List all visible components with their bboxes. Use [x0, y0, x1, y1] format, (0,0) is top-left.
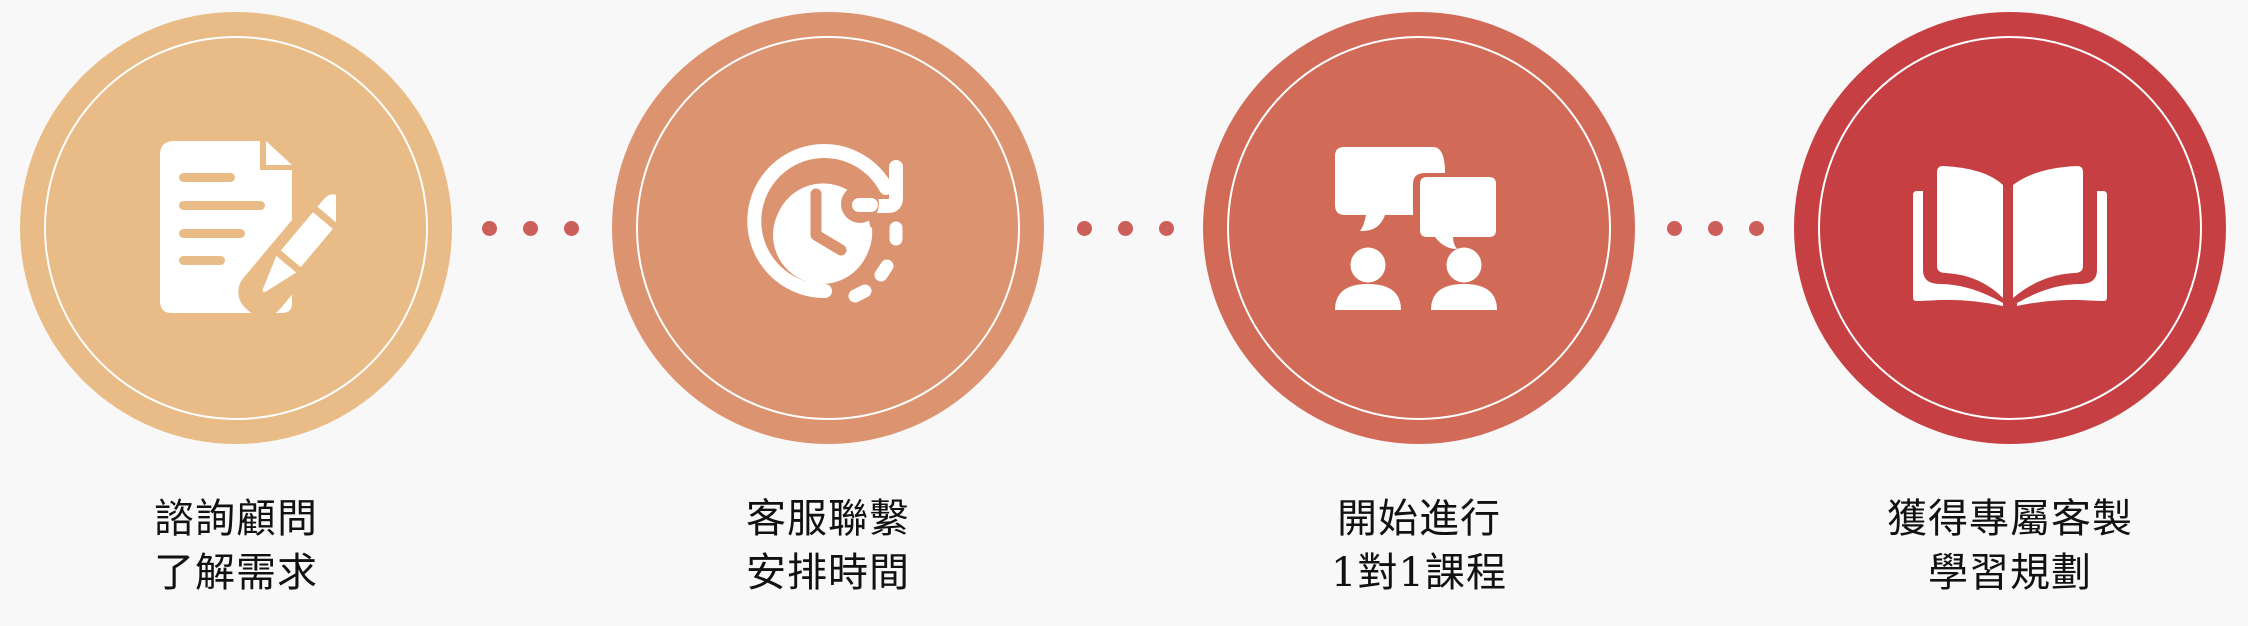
step-4-label: 獲得專屬客製 學習規劃	[1710, 492, 2248, 600]
connector-dot	[564, 221, 579, 236]
step-3-ring	[1227, 36, 1611, 420]
clock-refresh-icon	[728, 128, 928, 328]
people-conversation-icon	[1319, 128, 1519, 328]
step-1-label-line1: 諮詢顧問	[154, 496, 318, 542]
step-2-circle	[612, 12, 1044, 444]
connector-dot	[1118, 221, 1133, 236]
connector-dot	[1159, 221, 1174, 236]
step-3-circle	[1203, 12, 1635, 444]
step-1: 諮詢顧問 了解需求	[20, 12, 452, 596]
step-1-circle	[20, 12, 452, 444]
connector-dot	[1749, 221, 1764, 236]
connector-dot	[1667, 221, 1682, 236]
step-3: 開始進行 1對1課程	[1203, 12, 1635, 596]
step-4-ring	[1818, 36, 2202, 420]
connector-dot	[523, 221, 538, 236]
step-2: 客服聯繫 安排時間	[612, 12, 1044, 596]
document-edit-icon	[136, 128, 336, 328]
step-1-label: 諮詢顧問 了解需求	[0, 492, 536, 600]
step-4: 獲得專屬客製 學習規劃	[1794, 12, 2226, 596]
step-4-label-line2: 學習規劃	[1928, 550, 2092, 596]
step-3-label: 開始進行 1對1課程	[1119, 492, 1719, 600]
connector-dots-3	[1667, 221, 1764, 236]
step-2-label-line1: 客服聯繫	[746, 496, 910, 542]
step-2-label-line2: 安排時間	[746, 550, 910, 596]
step-4-circle	[1794, 12, 2226, 444]
step-3-label-line1: 開始進行	[1337, 496, 1501, 542]
step-2-ring	[636, 36, 1020, 420]
connector-dot	[1708, 221, 1723, 236]
connector-dot	[1077, 221, 1092, 236]
connector-dots-2	[1077, 221, 1174, 236]
step-4-label-line1: 獲得專屬客製	[1887, 496, 2133, 542]
step-1-label-line2: 了解需求	[154, 550, 318, 596]
open-book-icon	[1910, 128, 2110, 328]
step-1-ring	[44, 36, 428, 420]
step-3-label-line2: 1對1課程	[1331, 550, 1507, 596]
step-2-label: 客服聯繫 安排時間	[528, 492, 1128, 600]
connector-dot	[482, 221, 497, 236]
connector-dots-1	[482, 221, 579, 236]
